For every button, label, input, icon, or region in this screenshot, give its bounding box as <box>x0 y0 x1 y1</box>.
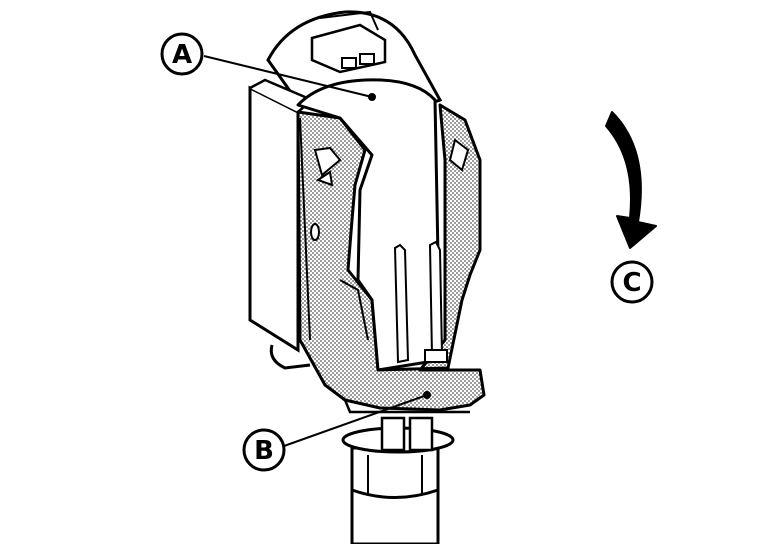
callout-c-label: C <box>622 268 641 298</box>
leader-dot-a <box>368 93 376 101</box>
callout-c: C <box>610 260 654 304</box>
leader-dot-b <box>423 391 431 399</box>
steering-shaft <box>350 446 440 544</box>
switch-body-b <box>296 103 486 414</box>
leader-line-a <box>203 55 373 98</box>
callout-b-label: B <box>254 436 274 466</box>
leader-line-b <box>283 394 428 447</box>
callout-a: A <box>160 32 204 76</box>
cover-part-a <box>296 78 448 372</box>
base-ring <box>341 416 455 454</box>
callout-b: B <box>242 428 286 472</box>
rotation-arrow <box>605 111 657 249</box>
callout-a-label: A <box>172 40 192 70</box>
side-bracket <box>248 78 315 370</box>
